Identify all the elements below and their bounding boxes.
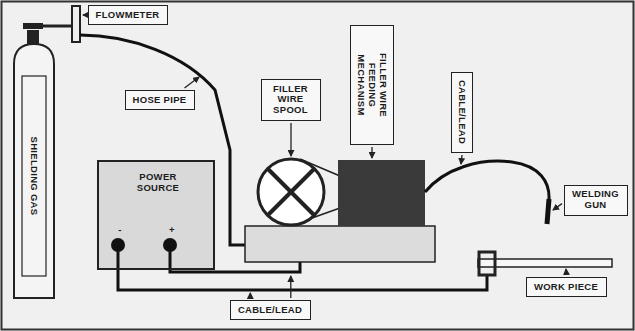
leader-arrow — [461, 155, 462, 164]
terminal-sign: + — [169, 225, 176, 236]
leader-arrow — [290, 123, 291, 156]
label-text: CABLE/LEAD — [456, 79, 467, 145]
gun-cable — [425, 161, 549, 200]
label-text: WORK PIECE — [533, 281, 599, 292]
label-box: WELDING GUN — [564, 185, 628, 216]
cylinder-panel — [22, 76, 46, 276]
leader-arrow — [553, 204, 562, 210]
earth-clamp — [479, 252, 495, 275]
spool-spoke — [268, 169, 314, 215]
spool-spoke — [268, 169, 314, 215]
label-text: FLOWMETER — [95, 9, 160, 20]
terminal-sign: - — [118, 225, 123, 236]
wire-feeder — [338, 160, 425, 226]
label-text: WELDING GUN — [572, 189, 620, 211]
label-text: CABLE/LEAD — [237, 304, 303, 315]
cylinder-body — [14, 44, 54, 298]
cylinder-valve — [27, 30, 39, 44]
leader-arrow — [185, 77, 200, 88]
wire-spool — [258, 159, 324, 225]
label-box: CABLE/LEAD — [451, 72, 473, 153]
welding-gun — [547, 199, 549, 224]
power-source-box: POWER SOURCE - + — [97, 160, 215, 270]
feeder-base — [245, 226, 435, 262]
label-text: HOSE PIPE — [132, 94, 187, 105]
label-box: FILLER WIRE FEEDING MECHANISM — [350, 25, 394, 145]
leader-arrow — [83, 14, 86, 15]
label-text: SHIELDING GAS — [29, 136, 40, 216]
label-box: HOSE PIPE — [125, 90, 195, 110]
work-piece — [478, 259, 612, 267]
regulator-pipe — [39, 25, 72, 28]
label-box: FILLER WIRE SPOOL — [261, 79, 321, 121]
leader-arrow — [371, 147, 372, 158]
leader-arrow — [250, 293, 251, 298]
label-text: FILLER WIRE SPOOL — [269, 83, 313, 116]
leader-arrow — [565, 269, 567, 275]
label-text: POWER SOURCE — [123, 172, 193, 194]
label-text: FILLER WIRE FEEDING MECHANISM — [355, 33, 388, 137]
gas-cylinder: SHIELDING GAS — [12, 42, 56, 300]
label-box: CABLE/LEAD — [230, 300, 311, 320]
flowmeter-tube — [72, 6, 80, 42]
leader-arrow — [290, 276, 291, 298]
power-source-body — [97, 160, 215, 270]
label-box: WORK PIECE — [526, 277, 607, 297]
label-box: FLOWMETER — [88, 5, 168, 25]
